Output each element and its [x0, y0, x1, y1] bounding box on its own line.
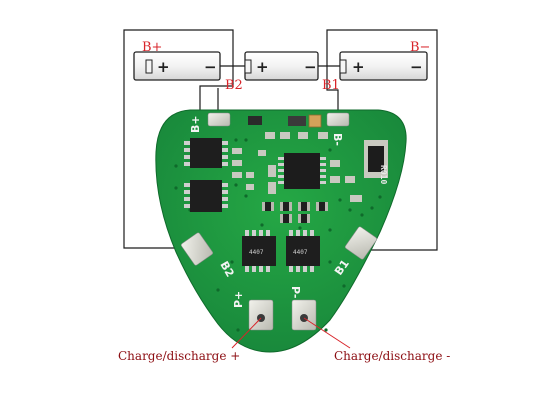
battery-2: + −: [244, 51, 319, 81]
mosfet-bottom-right: 4407: [286, 230, 320, 272]
smd-cap-4: [268, 182, 276, 194]
caption-charge-minus: Charge/discharge -: [334, 349, 450, 363]
battery-2-plus: +: [256, 58, 269, 76]
pad-b-plus: [207, 112, 231, 127]
smd-res-4: [318, 132, 328, 139]
wire-b1: [326, 66, 339, 112]
resistor-grid: [262, 202, 328, 223]
wire-b-minus: [326, 29, 438, 251]
smd-res-2: [280, 132, 290, 139]
silk-p-plus: P+: [232, 291, 245, 308]
pcb-board: B+ B-: [155, 109, 407, 353]
sense-resistor: R010: [364, 140, 388, 184]
caption-charge-plus: Charge/discharge +: [118, 349, 240, 363]
pad-b1: [345, 226, 377, 260]
battery-1: + −: [133, 51, 221, 81]
silk-b-minus: B-: [331, 133, 344, 146]
label-b1: B1: [322, 78, 340, 93]
battery-2-minus: −: [304, 58, 317, 76]
smd-res-1: [265, 132, 275, 139]
battery-3-minus: −: [410, 58, 423, 76]
smd-diode: [308, 114, 322, 128]
pad-b-minus: [326, 112, 350, 127]
smd-res-5: [330, 160, 340, 167]
mid-resistors: [232, 148, 266, 190]
silk-p-minus: P-: [289, 286, 302, 298]
battery-1-plus: +: [157, 58, 170, 76]
label-b2: B2: [225, 78, 243, 93]
mosfet-left-top: [184, 138, 228, 168]
smd-res-8: [350, 195, 362, 202]
label-b-plus: B+: [142, 40, 162, 55]
protection-ic: [278, 153, 326, 189]
smd-cap-3: [268, 165, 276, 177]
wiring: [123, 29, 438, 251]
mosfet-code-1: 4407: [249, 249, 264, 256]
wire-b-plus: [123, 29, 234, 249]
battery-3-plus: +: [352, 58, 365, 76]
smd-res-7: [330, 176, 340, 183]
caption-pointers: [231, 317, 351, 349]
mosfet-code-2: 4407: [293, 249, 308, 256]
wire-b2: [199, 66, 234, 113]
resistor-code: R010: [379, 165, 388, 184]
smd-cap-1: [248, 116, 262, 125]
smd-res-6: [345, 176, 355, 183]
battery-1-minus: −: [204, 58, 217, 76]
mosfet-bottom-left: 4407: [242, 230, 276, 272]
label-b-minus: B−: [410, 40, 430, 55]
mosfet-left-bottom: [184, 180, 228, 212]
smd-res-3: [298, 132, 308, 139]
smd-cap-2: [288, 116, 306, 126]
pad-b2: [181, 232, 213, 266]
silk-b-plus: B+: [189, 115, 202, 133]
battery-3: + −: [339, 51, 428, 81]
